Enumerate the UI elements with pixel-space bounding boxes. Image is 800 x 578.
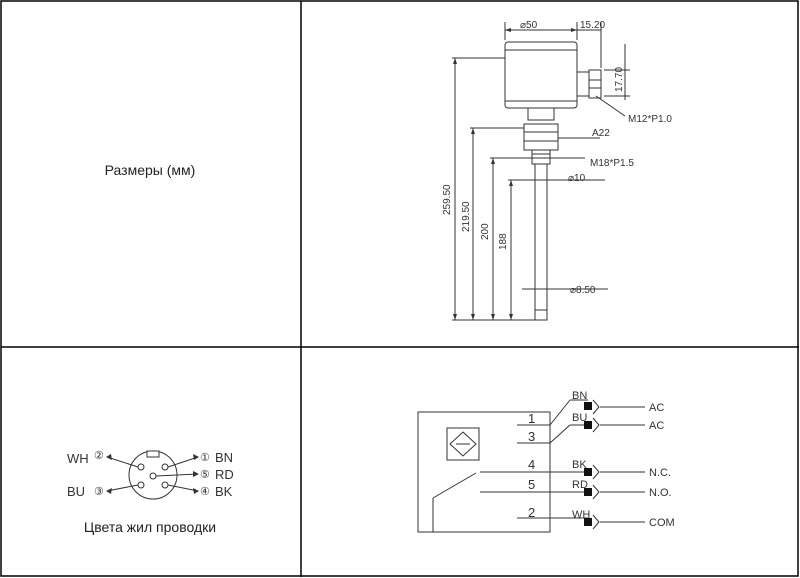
pin-3-num: ③ <box>94 486 104 498</box>
wire-colors-label: Цвета жил проводки <box>83 519 217 535</box>
dim-process-thread: M18*P1.5 <box>590 158 634 169</box>
terminal-3-num: 3 <box>528 429 535 444</box>
terminal-4-num: 4 <box>528 457 535 472</box>
wire-4-color: BK <box>572 459 587 471</box>
dimensions-label: Размеры (мм) <box>104 162 196 178</box>
pin-3-color: BU <box>67 484 85 499</box>
pin-2-num: ② <box>94 450 104 462</box>
dim-connector-thread: M12*P1.0 <box>628 114 672 125</box>
probe <box>534 163 548 321</box>
wire-3-color: BU <box>572 412 587 424</box>
signal-2: COM <box>649 517 675 529</box>
pin-5-color: RD <box>215 467 234 482</box>
neck <box>527 107 555 121</box>
dim-len-3: 200 <box>480 223 491 240</box>
terminal-2-num: 2 <box>528 505 535 520</box>
dim-wrench: A22 <box>592 128 610 139</box>
pin-1-color: BN <box>215 450 233 465</box>
signal-4: N.C. <box>649 467 671 479</box>
pin-4-color: BK <box>215 484 233 499</box>
dim-len-2: 219.50 <box>461 201 472 232</box>
dim-len-4: 188 <box>498 233 509 250</box>
terminal-5-num: 5 <box>528 477 535 492</box>
dim-connector-height: 17.70 <box>614 67 625 92</box>
pin-4-num: ④ <box>200 486 210 498</box>
signal-5: N.O. <box>649 487 672 499</box>
pin-2-color: WH <box>67 451 89 466</box>
signal-1: AC <box>649 402 664 414</box>
connector-body <box>588 69 602 99</box>
terminal-1-num: 1 <box>528 411 535 426</box>
connector-key <box>146 450 160 458</box>
pin-1-num: ① <box>200 452 210 464</box>
signal-3: AC <box>649 420 664 432</box>
wire-5-color: RD <box>572 479 588 491</box>
sensor-symbol <box>446 427 480 461</box>
wire-2-color: WH <box>572 509 590 521</box>
dim-connector-offset: 15.20 <box>580 20 605 31</box>
dim-len-total: 259.50 <box>442 184 453 215</box>
dim-dia-probe: ⌀8.50 <box>570 285 596 296</box>
dim-dia-probe-top: ⌀10 <box>568 173 586 184</box>
pin-5-num: ⑤ <box>200 469 210 481</box>
dim-dia-body: ⌀50 <box>520 20 538 31</box>
wire-1-color: BN <box>572 390 587 402</box>
